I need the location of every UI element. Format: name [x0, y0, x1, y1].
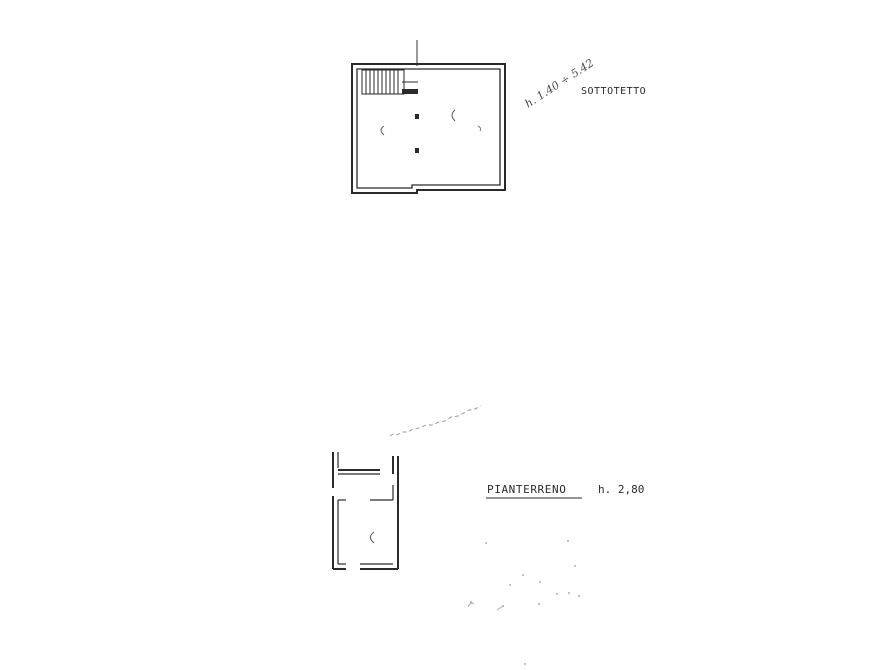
ground-floor-height: h. 2,80	[598, 483, 644, 496]
pencil-specks	[470, 540, 580, 665]
ground-floor-plan: PIANTERRENO h. 2,80	[332, 405, 644, 665]
attic-staircase	[361, 69, 418, 95]
ground-floor-label: PIANTERRENO	[487, 483, 566, 496]
attic-inner-wall	[356, 68, 501, 189]
pencil-annotation	[389, 405, 482, 437]
column-marker	[415, 148, 419, 153]
pencil-mark	[467, 602, 475, 608]
pencil-mark	[380, 125, 385, 136]
attic-floor-label: SOTTOTETTO	[581, 86, 646, 97]
attic-height-note: h. 1.40 ÷ 5.42	[523, 56, 597, 110]
pencil-mark	[496, 605, 504, 611]
pencil-mark	[370, 531, 375, 544]
pencil-mark	[477, 125, 482, 132]
attic-floor-plan: SOTTOTETTO h. 1.40 ÷ 5.42	[351, 40, 646, 194]
pencil-mark	[451, 109, 456, 122]
column-marker	[415, 114, 419, 119]
attic-outer-wall	[351, 63, 506, 194]
